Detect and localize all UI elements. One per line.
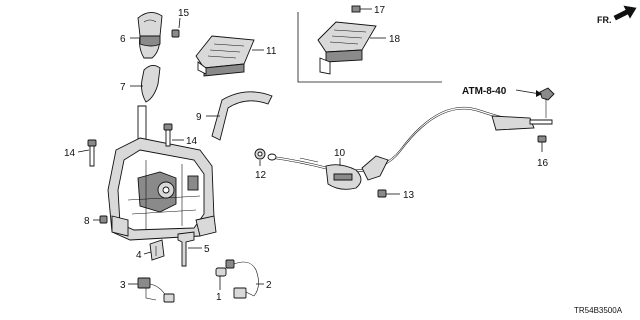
- slide-cover: [211, 91, 273, 141]
- callout-5: 5: [204, 244, 210, 255]
- reference-arrow-icon: [536, 90, 542, 97]
- shift-lock-solenoid: [177, 231, 195, 267]
- callout-1: 1: [216, 292, 222, 303]
- front-arrow-icon: [613, 5, 637, 21]
- callout-13: 13: [403, 190, 415, 201]
- callout-15: 15: [178, 8, 190, 19]
- alt-clip: [351, 5, 361, 13]
- shift-lever-assembly: [107, 105, 217, 241]
- callout-10: 10: [334, 148, 346, 159]
- callout-11: 11: [266, 46, 277, 57]
- bracket-nut: [377, 189, 387, 198]
- alt-shift-indicator-panel: [317, 21, 377, 75]
- callout-3: 3: [120, 280, 126, 291]
- callout-6: 6: [120, 34, 126, 45]
- drawing-code: TR54B3500A: [574, 306, 623, 315]
- callout-18: 18: [389, 34, 401, 45]
- callout-14-right: 14: [186, 136, 198, 147]
- callout-17: 17: [374, 5, 386, 16]
- lever-nut: [99, 215, 108, 224]
- callout-2: 2: [266, 280, 272, 291]
- cable-transmission-end: [491, 87, 555, 143]
- knob-cover: [141, 65, 161, 103]
- wire-harness-2: [225, 259, 259, 299]
- position-switch: [149, 239, 165, 261]
- reference-label: ATM-8-40: [462, 86, 507, 97]
- sensor: [215, 267, 227, 277]
- callout-14-left: 14: [64, 148, 76, 159]
- callout-4: 4: [136, 250, 142, 261]
- knob-screw: [171, 29, 180, 38]
- front-direction-indicator: FR.: [597, 5, 637, 25]
- callout-12: 12: [255, 170, 267, 181]
- bolt-right: [163, 123, 173, 147]
- callout-16: 16: [537, 158, 549, 169]
- callout-7: 7: [120, 82, 126, 93]
- alternate-parts-inset: 17 18: [297, 5, 442, 83]
- callout-8: 8: [84, 216, 90, 227]
- front-direction-label: FR.: [597, 15, 612, 25]
- bolt-left: [87, 139, 97, 167]
- callout-9: 9: [196, 112, 202, 123]
- shift-indicator-panel: [195, 35, 255, 77]
- wire-harness-3: [137, 277, 175, 303]
- select-cable: [267, 106, 531, 190]
- shift-knob: [137, 12, 163, 59]
- inset-frame: [297, 12, 442, 83]
- cable-clip: [254, 148, 266, 160]
